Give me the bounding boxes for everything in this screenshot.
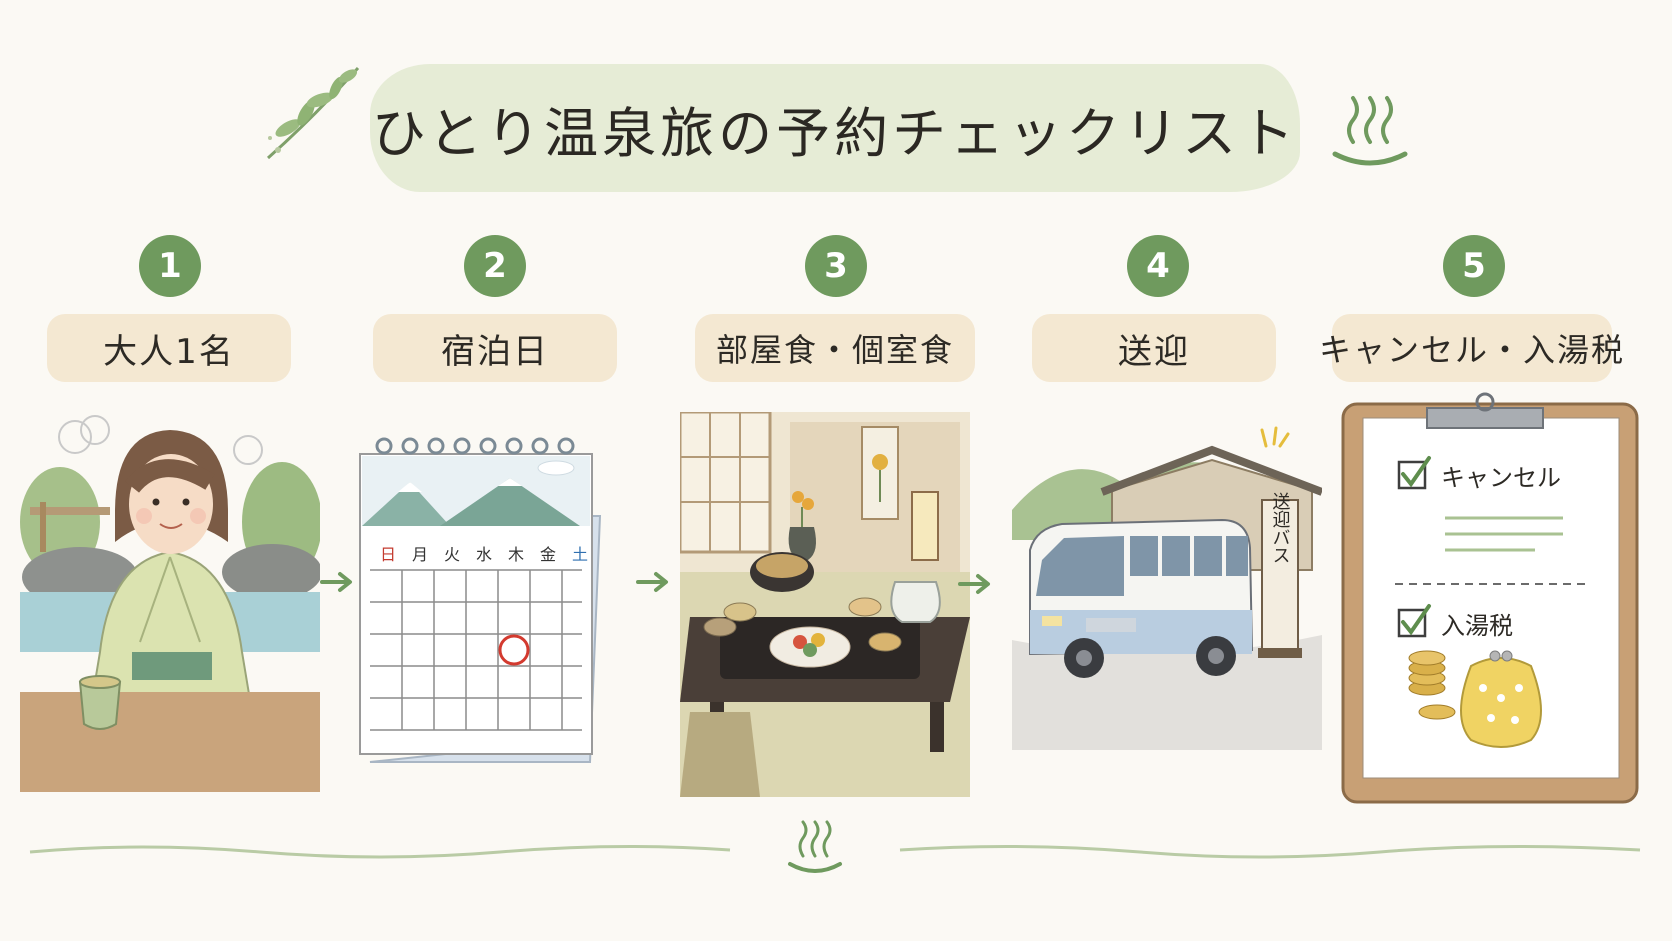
onsen-symbol-icon [1332, 96, 1408, 166]
arrow-right-icon-2 [636, 572, 668, 592]
checklist-item-bathing-tax: 入湯税 [1441, 612, 1513, 640]
step-number-4: 4 [1127, 235, 1189, 297]
step-number-3: 3 [805, 235, 867, 297]
shuttle-bus-illustration: 送迎バス [1012, 426, 1322, 750]
shuttle-sign-text: 送迎バス [1270, 492, 1291, 564]
arrow-right-icon-3 [958, 574, 990, 594]
weekday-tue: 火 [444, 545, 460, 564]
step-label-2: 宿泊日 [373, 314, 617, 382]
step-label-1: 大人1名 [47, 314, 291, 382]
weekday-sat: 土 [572, 545, 588, 564]
clipboard-checklist: キャンセル 入湯税 [1341, 392, 1639, 804]
weekday-thu: 木 [508, 545, 524, 564]
step-label-3: 部屋食・個室食 [695, 314, 975, 382]
checklist-item-cancel: キャンセル [1441, 464, 1561, 492]
calendar-illustration: 日 月 火 水 木 金 土 [359, 437, 602, 763]
woman-in-yukata-illustration [20, 415, 320, 792]
arrow-right-icon-1 [320, 572, 352, 592]
step-label-5: キャンセル・入湯税 [1319, 314, 1623, 382]
step-number-1: 1 [139, 235, 201, 297]
step-label-4: 送迎 [1032, 314, 1276, 382]
page-title: ひとり温泉旅の予約チェックリスト [371, 101, 1299, 165]
private-room-meal-illustration [680, 412, 970, 797]
step-number-5: 5 [1443, 235, 1505, 297]
footer-wave-divider [29, 820, 1641, 873]
footer-onsen-icon [788, 820, 842, 873]
weekday-wed: 水 [476, 545, 492, 564]
weekday-fri: 金 [540, 545, 556, 564]
weekday-sun: 日 [380, 545, 396, 564]
title-band [370, 64, 1300, 192]
leaf-sprig-icon [267, 66, 360, 160]
weekday-mon: 月 [412, 545, 428, 564]
step-number-2: 2 [464, 235, 526, 297]
